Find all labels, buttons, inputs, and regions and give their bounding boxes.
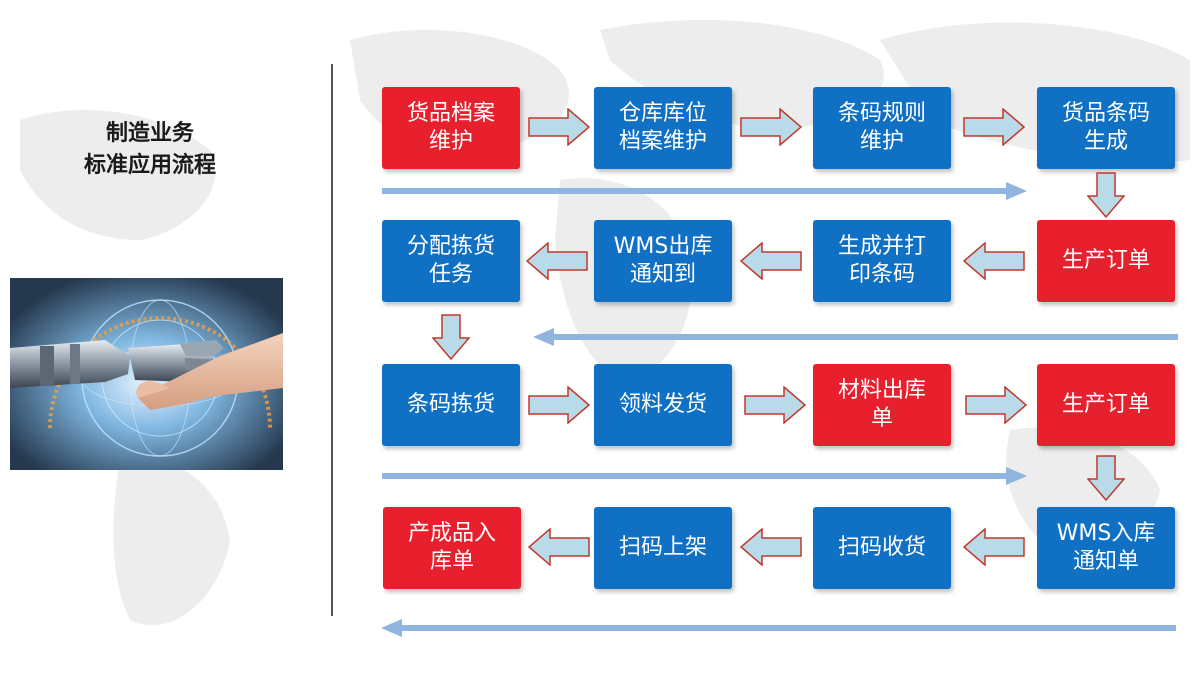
box-label: WMS入库 通知单 <box>1056 521 1156 574</box>
box-production-order-2[interactable]: 生产订单 <box>1037 364 1175 446</box>
box-label: 货品档案 维护 <box>406 101 495 154</box>
box-label: 材料出库 单 <box>837 378 926 431</box>
box-label: 产成品入 库单 <box>407 521 496 574</box>
box-warehouse-location-archive[interactable]: 仓库库位 档案维护 <box>594 87 732 169</box>
box-finished-goods-inbound[interactable]: 产成品入 库单 <box>383 507 521 589</box>
box-product-archive[interactable]: 货品档案 维护 <box>382 87 520 169</box>
flow-line-row-3 <box>382 467 1027 485</box>
box-scan-shelving[interactable]: 扫码上架 <box>594 507 732 589</box>
vertical-divider <box>331 64 333 616</box>
box-label: 条码拣货 <box>406 392 495 417</box>
title-line-2: 标准应用流程 <box>83 153 216 178</box>
box-production-order-1[interactable]: 生产订单 <box>1037 220 1175 302</box>
arrow-right-icon <box>963 108 1025 146</box>
box-product-barcode-gen[interactable]: 货品条码 生成 <box>1037 87 1175 169</box>
box-label: 条码规则 维护 <box>837 101 926 154</box>
arrow-left-icon <box>963 528 1025 566</box>
title-line-1: 制造业务 <box>105 121 194 146</box>
box-label: 领料发货 <box>618 392 707 417</box>
arrow-left-icon <box>963 242 1025 280</box>
box-label: 扫码上架 <box>618 535 707 560</box>
robot-human-handshake-image <box>10 278 283 470</box>
arrow-left-icon <box>526 242 588 280</box>
arrow-right-icon <box>528 108 590 146</box>
arrow-left-icon <box>528 528 590 566</box>
box-label: 仓库库位 档案维护 <box>618 101 707 154</box>
box-barcode-rule[interactable]: 条码规则 维护 <box>813 87 951 169</box>
box-label: 扫码收货 <box>837 535 926 560</box>
box-label: 货品条码 生成 <box>1061 101 1150 154</box>
arrow-down-icon <box>432 314 470 360</box>
box-label: 分配拣货 任务 <box>406 234 495 287</box>
box-label: 生成并打 印条码 <box>837 234 926 287</box>
box-label: 生产订单 <box>1061 248 1150 273</box>
arrow-right-icon <box>965 386 1027 424</box>
page-title: 制造业务 标准应用流程 <box>40 118 260 182</box>
box-assign-picking-task[interactable]: 分配拣货 任务 <box>382 220 520 302</box>
box-barcode-picking[interactable]: 条码拣货 <box>382 364 520 446</box>
arrow-left-icon <box>740 242 802 280</box>
flow-line-row-4 <box>381 619 1176 637</box>
box-label: WMS出库 通知到 <box>613 234 713 287</box>
box-label: 生产订单 <box>1061 392 1150 417</box>
arrow-down-icon <box>1087 172 1125 218</box>
arrow-right-icon <box>740 108 802 146</box>
box-wms-outbound-notice[interactable]: WMS出库 通知到 <box>594 220 732 302</box>
box-scan-receiving[interactable]: 扫码收货 <box>813 507 951 589</box>
flow-line-row-1 <box>382 182 1027 200</box>
arrow-left-icon <box>740 528 802 566</box>
box-material-issue[interactable]: 领料发货 <box>594 364 732 446</box>
box-generate-print-barcode[interactable]: 生成并打 印条码 <box>813 220 951 302</box>
arrow-down-icon <box>1087 455 1125 501</box>
box-material-outbound-order[interactable]: 材料出库 单 <box>813 364 951 446</box>
arrow-right-icon <box>744 386 806 424</box>
arrow-right-icon <box>528 386 590 424</box>
flow-line-row-2 <box>533 328 1178 346</box>
box-wms-inbound-notice[interactable]: WMS入库 通知单 <box>1037 507 1175 589</box>
